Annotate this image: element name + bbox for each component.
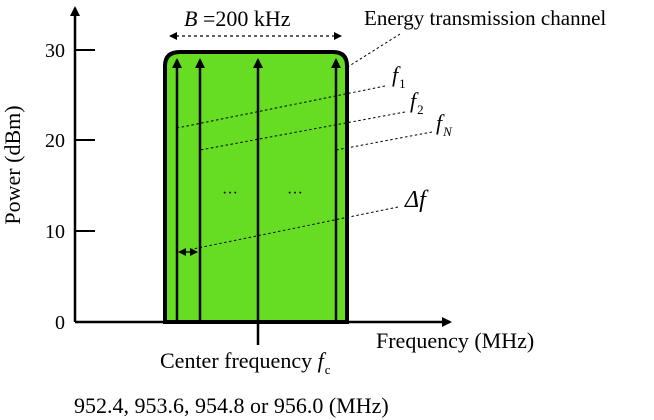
y-tick-label-0: 0 bbox=[55, 312, 65, 334]
fN-label: fN bbox=[436, 110, 453, 139]
y-tick-label-30: 30 bbox=[45, 40, 65, 62]
carrier-arrows bbox=[172, 58, 341, 345]
x-axis-label: Frequency (MHz) bbox=[376, 328, 534, 353]
channel-leader-line bbox=[345, 33, 401, 69]
delta-f-leader-line bbox=[187, 206, 399, 251]
y-tick-label-20: 20 bbox=[45, 130, 65, 152]
y-axis-ticks bbox=[75, 49, 95, 232]
bandwidth-label: B =200 kHz bbox=[184, 6, 291, 31]
y-axis-label: Power (dBm) bbox=[0, 105, 25, 224]
ellipsis-right: ··· bbox=[287, 185, 303, 202]
f1-label: f1 bbox=[392, 62, 406, 91]
fN-leader-line bbox=[335, 131, 433, 151]
energy-channel-block bbox=[163, 50, 349, 324]
channel-label: Energy transmission channel bbox=[364, 6, 606, 30]
y-tick-label-10: 10 bbox=[45, 221, 65, 243]
center-frequency-label: Center frequency fc bbox=[160, 348, 331, 377]
f1-leader-line bbox=[176, 85, 386, 129]
f2-label: f2 bbox=[410, 88, 424, 117]
ellipsis-left: ··· bbox=[222, 185, 238, 202]
center-frequency-values: 952.4, 953.6, 954.8 or 956.0 (MHz) bbox=[74, 393, 389, 418]
delta-f-label: Δf bbox=[404, 187, 429, 213]
